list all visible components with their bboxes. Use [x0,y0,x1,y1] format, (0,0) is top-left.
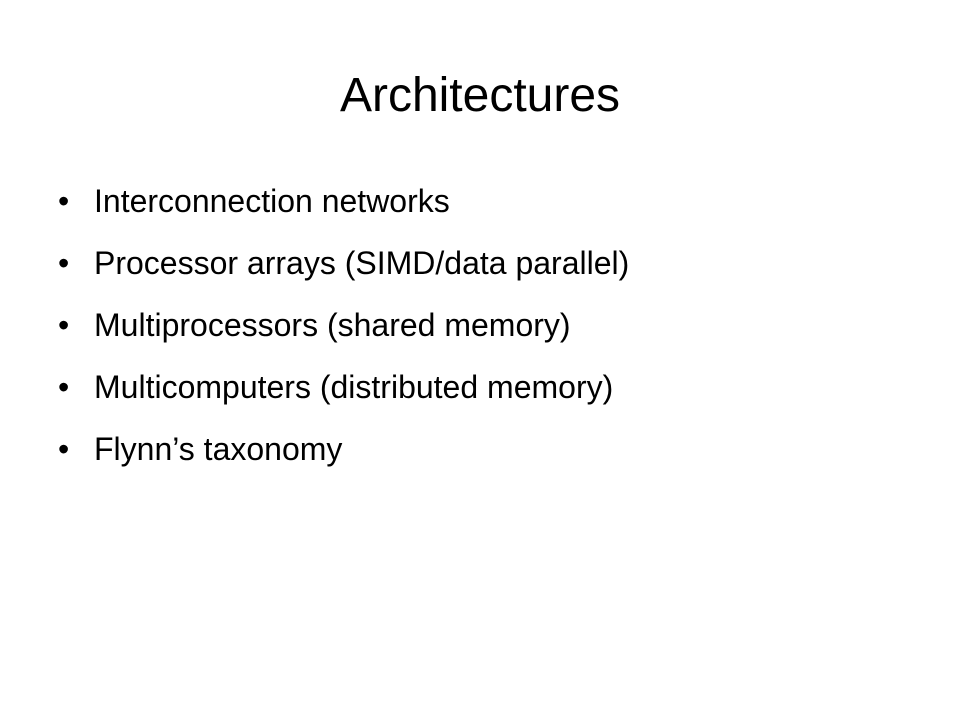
bullet-text: Interconnection networks [94,183,450,219]
bullet-icon: • [58,245,70,281]
bullet-text: Multiprocessors (shared memory) [94,307,571,343]
bullet-icon: • [58,183,70,219]
bullet-item-multicomputers: • Multicomputers (distributed memory) [58,356,629,418]
bullet-text: Multicomputers (distributed memory) [94,369,614,405]
bullet-icon: • [58,307,70,343]
bullet-icon: • [58,369,70,405]
bullet-list: • Interconnection networks • Processor a… [58,170,629,480]
slide-title: Architectures [339,69,621,122]
bullet-item-interconnection-networks: • Interconnection networks [58,170,629,232]
bullet-icon: • [58,431,70,467]
bullet-item-flynns-taxonomy: • Flynn’s taxonomy [58,418,629,480]
bullet-item-multiprocessors: • Multiprocessors (shared memory) [58,294,629,356]
bullet-text: Flynn’s taxonomy [94,431,343,467]
bullet-text: Processor arrays (SIMD/data parallel) [94,245,630,281]
bullet-item-processor-arrays: • Processor arrays (SIMD/data parallel) [58,232,629,294]
